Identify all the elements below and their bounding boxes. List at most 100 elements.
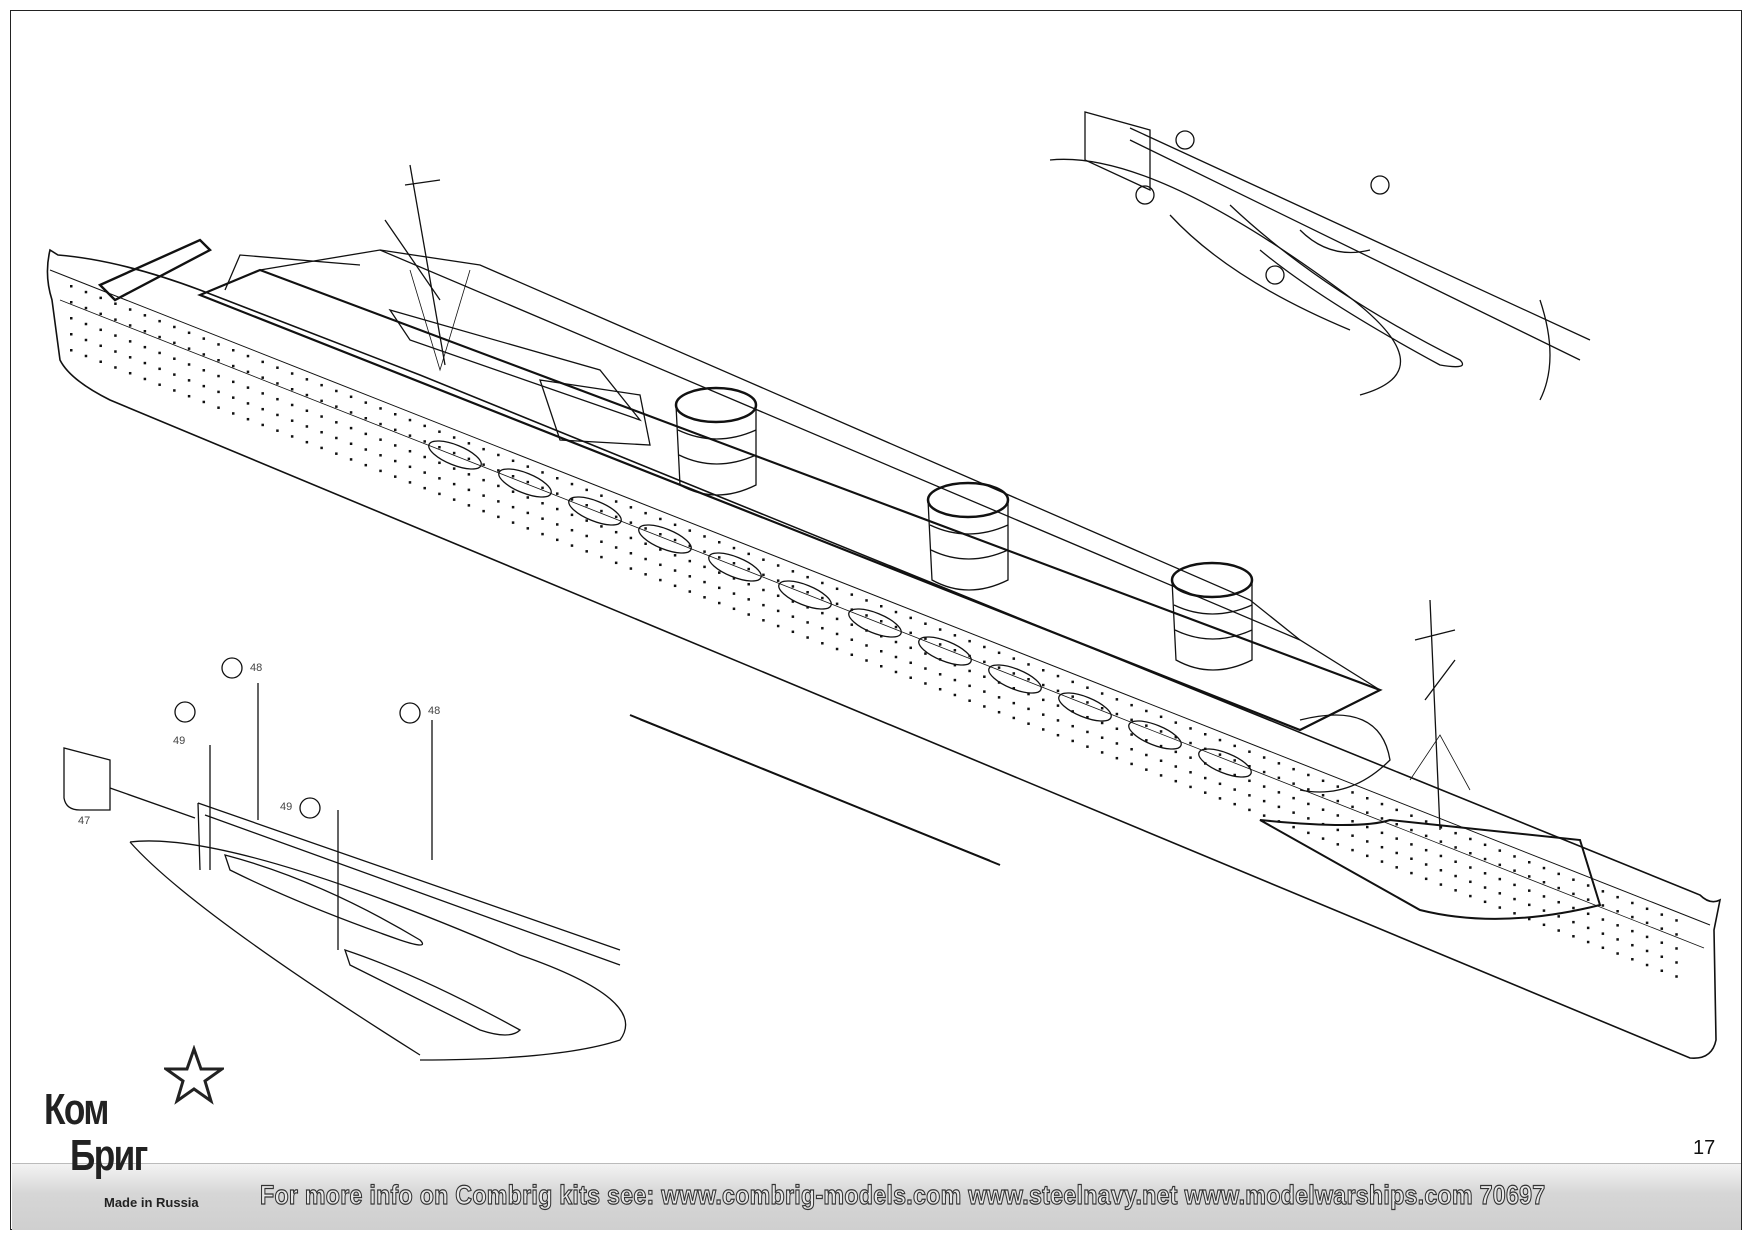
porthole	[541, 502, 544, 505]
porthole	[1469, 837, 1472, 841]
porthole	[452, 451, 456, 455]
lifeboat	[918, 636, 972, 666]
lifeboat	[848, 608, 902, 638]
page-number: 17	[1693, 1137, 1716, 1159]
porthole	[894, 670, 898, 674]
porthole	[776, 594, 780, 598]
porthole	[688, 544, 692, 548]
porthole	[644, 511, 647, 515]
porthole	[276, 397, 279, 401]
porthole	[1469, 880, 1472, 884]
porthole	[1675, 961, 1678, 964]
porthole	[158, 335, 161, 339]
porthole	[585, 488, 588, 492]
porthole	[1262, 756, 1266, 759]
porthole	[791, 615, 795, 618]
porthole	[1469, 852, 1472, 855]
porthole	[1380, 817, 1384, 820]
porthole	[644, 573, 647, 576]
porthole	[1100, 721, 1104, 725]
porthole	[924, 682, 927, 685]
porthole	[1572, 906, 1575, 910]
porthole	[158, 367, 161, 371]
porthole	[99, 328, 102, 332]
porthole	[776, 564, 780, 567]
porthole	[1351, 848, 1354, 852]
porthole	[747, 598, 750, 601]
porthole	[1616, 952, 1619, 955]
porthole	[835, 617, 839, 621]
porthole	[276, 429, 279, 432]
porthole	[84, 306, 88, 310]
porthole	[187, 331, 191, 335]
porthole	[938, 628, 942, 631]
porthole	[924, 637, 927, 640]
porthole	[570, 544, 574, 547]
porthole	[614, 515, 618, 519]
combrig-logo: Ком Бриг Made in Russia	[44, 1045, 234, 1215]
porthole	[983, 660, 986, 664]
porthole	[394, 459, 397, 463]
porthole	[1557, 900, 1560, 904]
porthole	[688, 590, 692, 593]
porthole	[983, 675, 986, 678]
porthole	[1439, 826, 1443, 829]
porthole	[394, 413, 397, 416]
porthole	[497, 484, 500, 488]
porthole	[158, 319, 161, 323]
porthole	[997, 666, 1001, 669]
porthole	[335, 452, 338, 455]
porthole	[1483, 900, 1487, 904]
porthole	[673, 569, 677, 572]
porthole	[1586, 884, 1590, 887]
porthole	[1027, 663, 1030, 666]
porthole	[821, 642, 824, 645]
porthole	[718, 601, 721, 605]
funnel-2	[926, 481, 1010, 591]
porthole	[1366, 797, 1369, 800]
porthole	[232, 380, 235, 384]
porthole	[99, 360, 102, 363]
porthole	[1292, 796, 1295, 800]
porthole	[570, 482, 574, 486]
porthole	[1469, 894, 1472, 898]
porthole	[1601, 890, 1605, 893]
porthole	[305, 425, 309, 428]
porthole	[497, 469, 500, 472]
porthole	[1233, 802, 1236, 806]
porthole	[659, 533, 662, 536]
porthole	[1498, 906, 1502, 909]
porthole	[349, 442, 353, 446]
porthole	[202, 369, 206, 372]
porthole	[1601, 918, 1605, 921]
porthole	[1454, 874, 1457, 878]
porthole	[438, 446, 441, 449]
porthole	[1528, 903, 1531, 907]
porthole	[1115, 727, 1119, 731]
porthole	[335, 405, 338, 408]
porthole	[703, 565, 706, 569]
porthole	[114, 334, 117, 337]
porthole	[1159, 730, 1163, 733]
porthole	[1483, 886, 1487, 889]
porthole	[1483, 843, 1487, 847]
lifeboat	[778, 580, 832, 610]
porthole	[217, 406, 220, 409]
porthole	[1572, 878, 1575, 881]
porthole	[1130, 762, 1133, 766]
porthole	[570, 498, 574, 501]
porthole	[408, 465, 412, 469]
porthole	[497, 500, 500, 503]
porthole	[423, 471, 426, 474]
porthole	[1645, 921, 1649, 925]
porthole	[1218, 767, 1222, 771]
porthole	[349, 411, 353, 414]
porthole	[143, 330, 147, 333]
funnels	[674, 386, 1254, 671]
porthole	[1572, 920, 1575, 924]
porthole	[1336, 814, 1340, 817]
porthole	[747, 613, 750, 616]
porthole	[747, 567, 750, 571]
porthole	[408, 418, 412, 422]
porthole	[850, 593, 854, 596]
